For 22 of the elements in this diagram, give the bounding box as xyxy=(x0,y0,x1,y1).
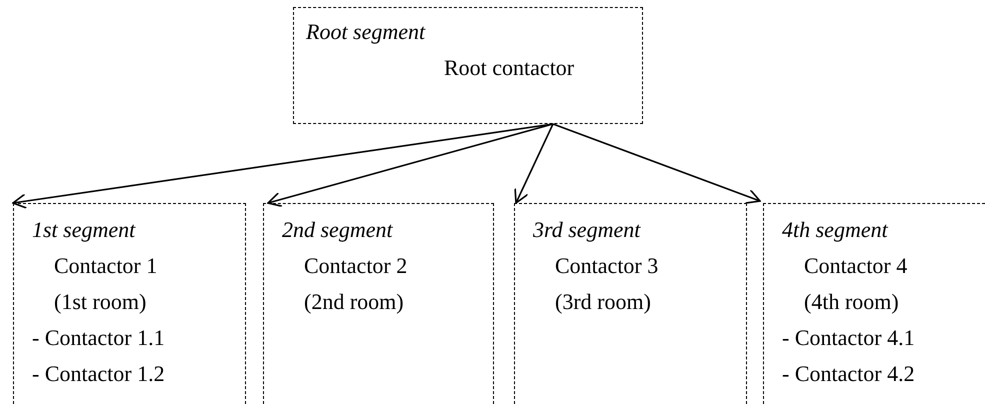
sub-contactor-label: - Contactor 4.2 xyxy=(782,360,915,388)
segment-box xyxy=(263,203,494,404)
segment-heading: 4th segment xyxy=(782,216,888,244)
contactor-label: Root contactor xyxy=(444,54,574,82)
contactor-label: Contactor 1 (1st room) xyxy=(54,252,158,316)
segment-box xyxy=(514,203,747,404)
segment-heading: 2nd segment xyxy=(282,216,393,244)
segment-heading: 3rd segment xyxy=(533,216,640,244)
arrow xyxy=(267,123,554,208)
segment-heading: Root segment xyxy=(306,18,426,46)
arrow xyxy=(552,123,761,204)
contactor-label: Contactor 2 (2nd room) xyxy=(304,252,408,316)
arrow xyxy=(514,124,554,204)
contactor-label: Contactor 3 (3rd room) xyxy=(555,252,660,316)
sub-contactor-label: - Contactor 1.2 xyxy=(32,360,165,388)
sub-contactor-label: - Contactor 1.1 xyxy=(32,324,165,352)
contactor-label: Contactor 4 (4th room) xyxy=(804,252,908,316)
segment-box xyxy=(763,203,985,404)
sub-contactor-label: - Contactor 4.1 xyxy=(782,324,915,352)
segment-box xyxy=(13,203,246,404)
segment-heading: 1st segment xyxy=(32,216,136,244)
segment-box xyxy=(293,7,643,124)
